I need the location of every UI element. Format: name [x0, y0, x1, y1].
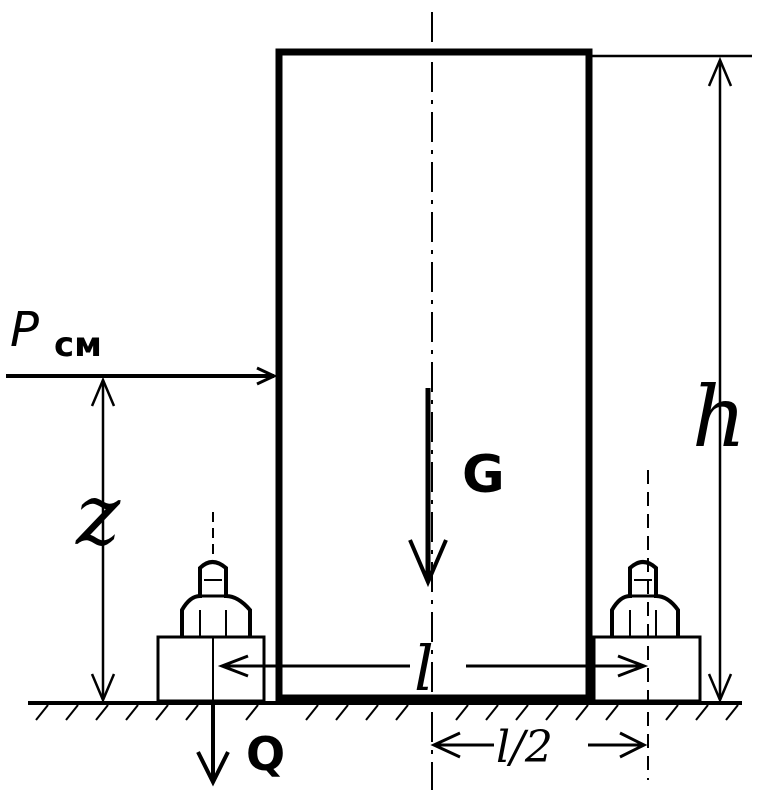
label-force-p-sub: см	[54, 325, 102, 365]
z-dimension	[90, 376, 116, 704]
gravity-arrow	[408, 388, 448, 588]
label-height: h	[692, 368, 746, 466]
bolt-force-arrow	[196, 700, 230, 787]
label-width: l	[414, 632, 434, 705]
left-anchor	[156, 512, 266, 703]
width-dimension	[217, 654, 649, 678]
right-anchor	[592, 470, 702, 780]
ground	[28, 701, 742, 721]
label-half-width: l/2	[496, 722, 553, 773]
label-force-p: P	[10, 302, 39, 358]
label-gravity: G	[462, 445, 505, 505]
half-width-dimension	[430, 731, 648, 759]
ground-hatching	[35, 704, 739, 721]
height-dimension	[592, 54, 752, 704]
label-bolt-force: Q	[246, 727, 285, 781]
main-body	[275, 48, 593, 702]
label-z: z	[75, 466, 121, 564]
